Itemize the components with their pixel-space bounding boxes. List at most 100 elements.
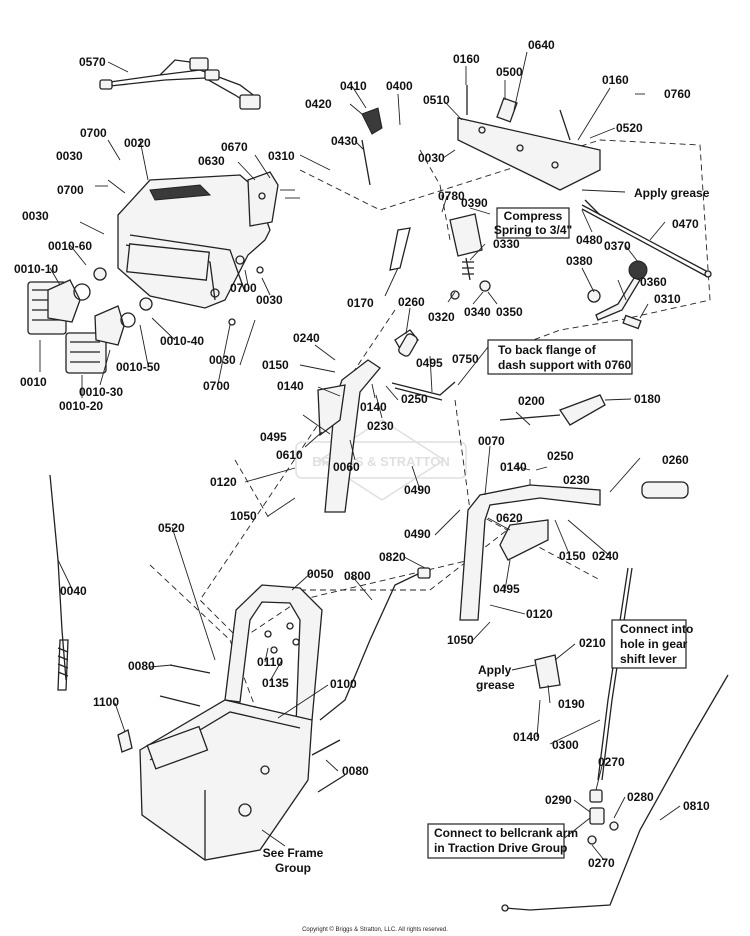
callout-0410: 0410 <box>340 79 367 93</box>
callout-0150: 0150 <box>262 358 289 372</box>
callout-0080: 0080 <box>342 764 369 778</box>
callout-0500: 0500 <box>496 65 523 79</box>
callout-0120: 0120 <box>210 475 237 489</box>
callout-0070: 0070 <box>478 434 505 448</box>
dash-fasteners <box>79 179 300 326</box>
callout-0700: 0700 <box>230 281 257 295</box>
callout-0110: 0110 <box>257 655 283 669</box>
note-apply-grease-mid-line2: grease <box>476 678 515 692</box>
callout-0700: 0700 <box>80 126 107 140</box>
lever-0410 <box>361 107 383 186</box>
callout-0495: 0495 <box>260 430 287 444</box>
callout-0320: 0320 <box>428 310 455 324</box>
lower-fasteners <box>587 789 619 845</box>
shift-lever-0360 <box>587 260 648 330</box>
callout-0780: 0780 <box>438 189 465 203</box>
callout-0230: 0230 <box>367 419 394 433</box>
callout-0010-30: 0010-30 <box>79 385 123 399</box>
callout-0100: 0100 <box>330 677 357 691</box>
note-connect-bellcrank-line2: in Traction Drive Group <box>434 841 567 855</box>
callout-0420: 0420 <box>305 97 332 111</box>
bracket-0390 <box>449 213 491 300</box>
callout-0030: 0030 <box>418 151 445 165</box>
callout-0010-60: 0010-60 <box>48 239 92 253</box>
note-connect-gear-line3: shift lever <box>620 652 677 666</box>
callout-0495: 0495 <box>493 582 520 596</box>
note-compress-line1: Compress <box>504 209 563 223</box>
callout-0010-50: 0010-50 <box>116 360 160 374</box>
callout-0250: 0250 <box>401 392 428 406</box>
callout-0520: 0520 <box>158 521 185 535</box>
callout-0700: 0700 <box>57 183 84 197</box>
note-back-flange-line2: dash support with 0760 <box>498 358 632 372</box>
note-apply-grease-top: Apply grease <box>634 186 710 200</box>
note-see-frame-line1: See Frame <box>263 846 324 860</box>
callout-0160: 0160 <box>453 52 480 66</box>
callout-0240: 0240 <box>293 331 320 345</box>
callout-0200: 0200 <box>518 394 545 408</box>
callout-0280: 0280 <box>627 790 654 804</box>
note-connect-bellcrank: Connect to bellcrank arm in Traction Dri… <box>427 823 578 859</box>
callout-0260: 0260 <box>398 295 425 309</box>
callout-0080: 0080 <box>128 659 155 673</box>
callout-0290: 0290 <box>545 793 572 807</box>
note-back-flange: To back flange of dash support with 0760 <box>487 339 633 375</box>
callout-0010-40: 0010-40 <box>160 334 204 348</box>
callout-0300: 0300 <box>552 738 579 752</box>
callout-0020: 0020 <box>124 136 151 150</box>
note-connect-gear-line2: hole in gear <box>620 637 688 651</box>
callout-0030: 0030 <box>256 293 283 307</box>
callout-0340: 0340 <box>464 305 491 319</box>
shift-rod-0300 <box>534 567 633 781</box>
callout-0140: 0140 <box>500 460 527 474</box>
note-compress-spring: Compress Spring to 3/4" <box>494 207 572 239</box>
cable-0800 <box>319 567 431 721</box>
part-0180 <box>499 394 606 426</box>
callout-0010-20: 0010-20 <box>59 399 103 413</box>
callout-0120: 0120 <box>526 607 553 621</box>
copyright-text: Copyright © Briggs & Stratton, LLC. All … <box>302 926 448 933</box>
upper-handle-left-0060 <box>317 227 419 513</box>
callout-0250: 0250 <box>547 449 574 463</box>
headlight-assembly-0010 <box>27 267 153 374</box>
callout-1100: 1100 <box>93 695 119 709</box>
callout-0030: 0030 <box>209 353 236 367</box>
callout-0670: 0670 <box>221 140 248 154</box>
shift-rod-0470 <box>581 199 712 278</box>
callout-1050: 1050 <box>230 509 257 523</box>
note-apply-grease-mid-line1: Apply <box>478 663 512 677</box>
callout-1050: 1050 <box>447 633 474 647</box>
note-connect-gear-line1: Connect into <box>620 622 693 636</box>
callout-0180: 0180 <box>634 392 661 406</box>
callout-0640: 0640 <box>528 38 555 52</box>
callout-0360: 0360 <box>640 275 667 289</box>
callout-0800: 0800 <box>344 569 371 583</box>
callout-0760: 0760 <box>664 87 691 101</box>
callout-0140: 0140 <box>360 400 387 414</box>
callout-0140: 0140 <box>277 379 304 393</box>
frame-assembly <box>117 699 313 861</box>
callout-0270: 0270 <box>588 856 615 870</box>
callout-0030: 0030 <box>56 149 83 163</box>
callout-0060: 0060 <box>333 460 360 474</box>
callout-0260: 0260 <box>662 453 689 467</box>
callout-0430: 0430 <box>331 134 358 148</box>
callout-0610: 0610 <box>276 448 303 462</box>
callout-0490: 0490 <box>404 483 431 497</box>
part-callouts: 0570 0700 0020 0030 0700 0030 0010-60 00… <box>14 38 710 870</box>
callout-0160: 0160 <box>602 73 629 87</box>
note-see-frame-line2: Group <box>275 861 311 875</box>
note-connect-bellcrank-line1: Connect to bellcrank arm <box>434 826 578 840</box>
callout-0470: 0470 <box>672 217 699 231</box>
dash-support-bracket-0510 <box>457 85 601 191</box>
callout-0140: 0140 <box>513 730 540 744</box>
callout-0010: 0010 <box>20 375 47 389</box>
note-compress-line2: Spring to 3/4" <box>494 223 572 237</box>
callout-0820: 0820 <box>379 550 406 564</box>
callout-0030: 0030 <box>22 209 49 223</box>
callout-0190: 0190 <box>558 697 585 711</box>
cable-0810 <box>501 674 729 912</box>
bolts-0080 <box>159 664 346 793</box>
